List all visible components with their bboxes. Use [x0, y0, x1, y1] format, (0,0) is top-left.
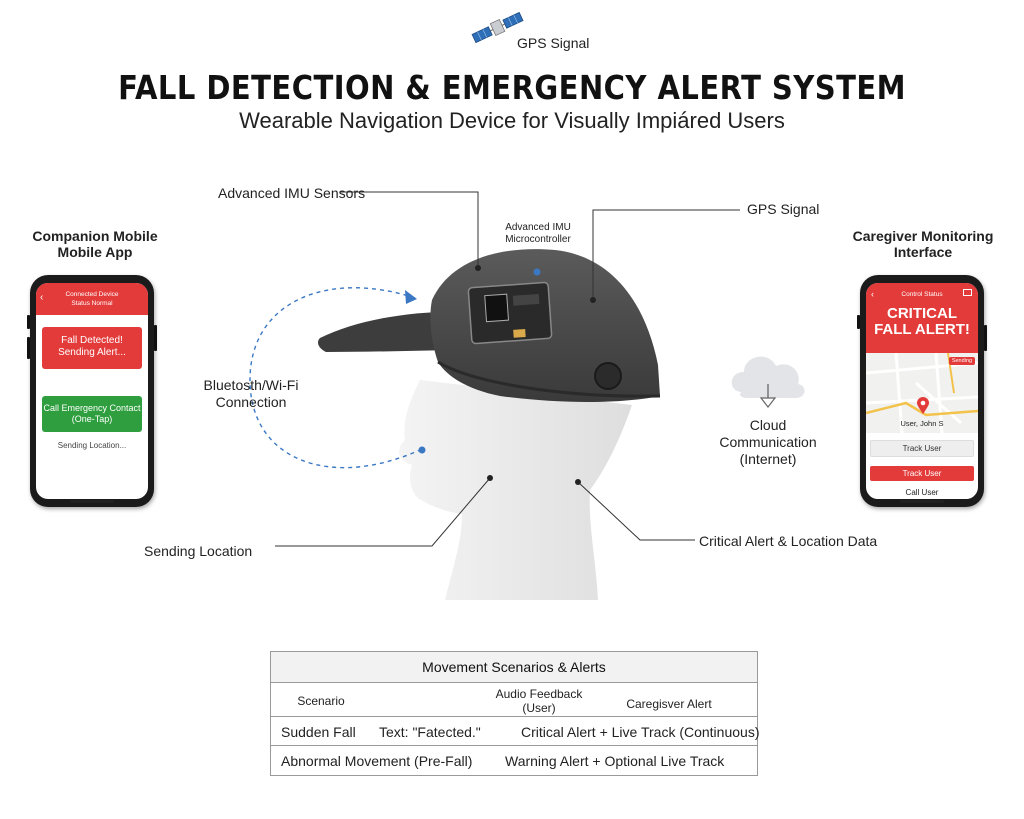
fall-detected-alert[interactable]: Fall Detected! Sending Alert... [42, 327, 142, 369]
table-header-audio: Audio Feedback (User) [495, 687, 583, 715]
call-emergency-line1: Call Emergency Contact [43, 403, 141, 413]
imu-module [467, 281, 553, 345]
critical-alert-line1: CRITICAL [887, 305, 957, 322]
page-subtitle: Wearable Navigation Device for Visually … [239, 108, 785, 133]
lock-icon [963, 289, 972, 296]
companion-app-title: Companion Mobile Mobile App [20, 228, 170, 260]
table-row-1-scenario: Abnormal Movement (Pre-Fall) [281, 753, 473, 769]
cloud-icon [731, 356, 805, 408]
caregiver-app-title-line1: Caregiver Monitoring [852, 228, 994, 244]
call-emergency-line2: (One-Tap) [71, 414, 113, 424]
companion-header-line1: Connected Device [65, 291, 119, 298]
caregiver-screen: ‹ Control Status CRITICAL FALL ALERT! Se… [866, 283, 978, 499]
caregiver-phone: ‹ Control Status CRITICAL FALL ALERT! Se… [857, 275, 987, 507]
gps-signal-badge: GPS Signal [470, 8, 610, 54]
callout-imu-sensors: Advanced IMU Sensors [218, 185, 366, 201]
bluetooth-arc [249, 287, 421, 469]
table-row-0-audio: Text: "Fatected." [379, 724, 481, 740]
table-header-caregiver: Caregisver Alert [626, 697, 712, 711]
companion-header-line2: Status Normal [71, 300, 113, 307]
track-user-button[interactable]: Track User [870, 440, 974, 457]
track-user-active-button[interactable]: Track User [870, 466, 974, 481]
callout-bluetooth-line1: Bluetosth/Wi-Fi [203, 377, 299, 393]
page-title: FALL DETECTION & EMERGENCY ALERT SYSTEM [118, 68, 906, 107]
caregiver-app-title: Caregiver Monitoring Interface [848, 228, 998, 260]
table-row-0-caregiver: Critical Alert + Live Track (Continuous) [521, 724, 760, 740]
back-icon[interactable]: ‹ [871, 289, 874, 299]
callout-bluetooth: Bluetosth/Wi-Fi Connection [196, 377, 306, 411]
callout-sending-location: Sending Location [144, 543, 253, 559]
callout-critical-alert: Critical Alert & Location Data [699, 533, 878, 549]
callout-cloud: Cloud Communication (Internet) [700, 417, 836, 468]
table-title: Movement Scenarios & Alerts [271, 652, 757, 683]
scenarios-table: Movement Scenarios & Alerts Scenario Aud… [270, 651, 760, 776]
callout-bluetooth-line2: Connection [215, 394, 287, 410]
map-pin-icon [917, 397, 929, 414]
companion-phone: ‹ Connected Device Status Normal Fall De… [27, 275, 157, 507]
location-map[interactable]: Sending [866, 353, 978, 433]
side-button [594, 362, 622, 390]
caregiver-header: ‹ Control Status CRITICAL FALL ALERT! [866, 283, 978, 353]
fall-detected-line1: Fall Detected! [61, 335, 123, 346]
sending-location-status: Sending Location... [57, 441, 127, 450]
call-user-button[interactable]: Call User [870, 485, 974, 499]
companion-header: ‹ Connected Device Status Normal [36, 283, 148, 315]
map-status-tag: Sending [948, 357, 975, 365]
callout-cloud-line2: (Internet) [739, 451, 797, 467]
back-icon[interactable]: ‹ [40, 292, 44, 303]
callout-imu-micro-line1: Advanced IMU [505, 222, 571, 233]
companion-app-title-line1: Companion Mobile [32, 228, 158, 244]
companion-app-title-line2: Mobile App [57, 244, 133, 260]
tracked-user-label: User, John S [900, 419, 944, 428]
table-row-0-scenario: Sudden Fall [281, 724, 356, 740]
caregiver-header-status: Control Status [901, 291, 943, 298]
callout-imu-microcontroller: Advanced IMU Microcontroller [478, 222, 598, 246]
caregiver-app-title-line2: Interface [893, 244, 953, 260]
companion-screen: ‹ Connected Device Status Normal Fall De… [36, 283, 148, 499]
table-row-1-caregiver: Warning Alert + Optional Live Track [505, 753, 725, 769]
callout-imu-micro-line2: Microcontroller [505, 234, 571, 245]
head-silhouette [399, 380, 632, 600]
call-emergency-button[interactable]: Call Emergency Contact (One-Tap) [42, 396, 142, 432]
gps-signal-label: GPS Signal [517, 35, 590, 51]
fall-detected-line2: Sending Alert... [58, 347, 126, 358]
callout-gps-signal: GPS Signal [747, 201, 820, 217]
satellite-icon [471, 11, 524, 44]
critical-alert-line2: FALL ALERT! [874, 321, 970, 338]
table-header-scenario: Scenario [297, 694, 345, 708]
callout-cloud-line1: Cloud Communication [719, 417, 817, 450]
